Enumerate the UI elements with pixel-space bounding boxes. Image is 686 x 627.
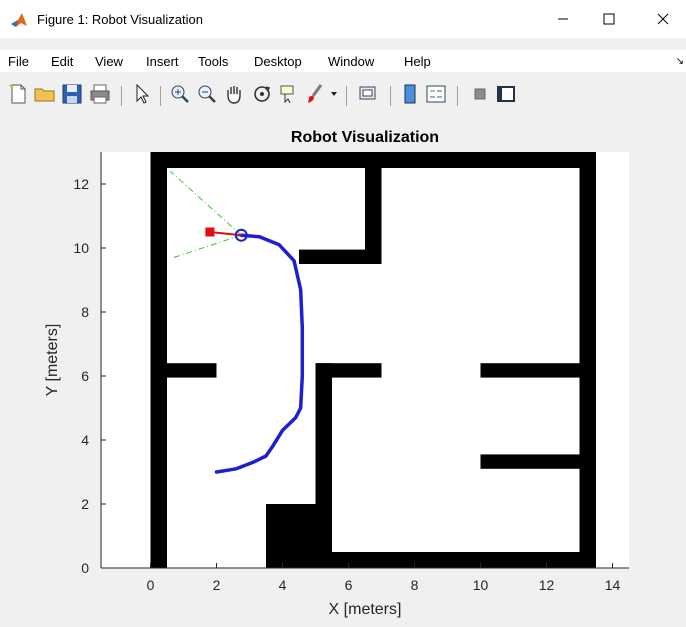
brush-icon[interactable] <box>303 82 327 106</box>
map-wall <box>167 363 217 378</box>
y-tick-label: 12 <box>73 176 89 192</box>
menu-insert[interactable]: Insert <box>146 54 179 69</box>
window-title-bar[interactable]: Figure 1: Robot Visualization <box>0 0 686 38</box>
x-tick-label: 10 <box>473 577 489 593</box>
link-plot-icon[interactable] <box>356 82 380 106</box>
minimize-button[interactable] <box>540 0 586 38</box>
colorbar-icon[interactable] <box>398 82 422 106</box>
y-tick-label: 6 <box>81 368 89 384</box>
heading-marker <box>205 227 215 237</box>
y-axis-label: Y [meters] <box>44 324 61 397</box>
menu-help[interactable]: Help <box>404 54 431 69</box>
maximize-button[interactable] <box>586 0 632 38</box>
x-tick-label: 0 <box>147 577 155 593</box>
pan-hand-icon[interactable] <box>222 82 246 106</box>
legend-icon[interactable] <box>424 82 448 106</box>
x-tick-label: 2 <box>213 577 221 593</box>
data-cursor-icon[interactable] <box>277 82 301 106</box>
menu-window[interactable]: Window <box>328 54 375 69</box>
x-tick-label: 12 <box>539 577 555 593</box>
x-tick-label: 14 <box>605 577 621 593</box>
menu-edit[interactable]: Edit <box>51 54 74 69</box>
rotate-3d-icon[interactable] <box>250 82 274 106</box>
hide-plot-tools-icon[interactable] <box>468 82 492 106</box>
y-tick-label: 4 <box>81 432 89 448</box>
show-plot-tools-icon[interactable] <box>494 82 518 106</box>
robot-path-line <box>214 233 305 474</box>
map-wall <box>480 363 580 378</box>
sensor-fov-line <box>169 170 242 236</box>
y-tick-label: 0 <box>81 560 89 576</box>
menu-desktop[interactable]: Desktop <box>254 54 302 69</box>
map-wall <box>480 454 580 469</box>
save-icon[interactable] <box>60 82 84 106</box>
zoom-in-icon[interactable] <box>168 82 192 106</box>
toolbar-separator <box>457 86 458 106</box>
toolbar-separator <box>346 86 347 106</box>
x-axis-label: X [meters] <box>329 601 402 618</box>
map-wall <box>579 152 596 568</box>
figure-toolbar <box>0 78 686 112</box>
y-tick-label: 8 <box>81 304 89 320</box>
menu-file[interactable]: File <box>8 54 29 69</box>
maximize-icon <box>603 13 615 25</box>
robot-marker <box>234 228 248 242</box>
matlab-logo-icon <box>11 13 27 27</box>
close-button[interactable] <box>640 0 686 38</box>
open-file-icon[interactable] <box>33 82 57 106</box>
menu-tools[interactable]: Tools <box>198 54 229 69</box>
zoom-out-icon[interactable] <box>195 82 219 106</box>
toolbar-separator <box>121 86 122 106</box>
menu-overflow-icon[interactable]: ↘ <box>675 56 684 67</box>
print-icon[interactable] <box>88 82 112 106</box>
dropdown-arrow-icon[interactable] <box>330 90 338 98</box>
x-tick-label: 8 <box>411 577 419 593</box>
x-tick-label: 4 <box>279 577 287 593</box>
map-wall <box>299 249 382 264</box>
toolbar-separator <box>160 86 161 106</box>
close-icon <box>657 13 669 25</box>
sensor-fov-line <box>173 234 242 259</box>
x-tick-label: 6 <box>345 577 353 593</box>
chart-title: Robot Visualization <box>291 129 439 146</box>
menu-bar: File Edit View Insert Tools Desktop Wind… <box>0 50 686 72</box>
y-tick-label: 10 <box>73 240 89 256</box>
map-wall <box>150 152 167 568</box>
select-arrow-icon[interactable] <box>130 82 154 106</box>
toolbar-separator <box>390 86 391 106</box>
robot-visualization-plot[interactable]: 0 2 4 6 8 10 12 14 0 2 4 6 8 10 12 Robot VisualizationX… <box>10 115 676 622</box>
y-tick-label: 2 <box>81 496 89 512</box>
window-title: Figure 1: Robot Visualization <box>37 12 203 27</box>
new-figure-icon[interactable] <box>6 82 30 106</box>
minimize-icon <box>558 18 568 20</box>
menu-view[interactable]: View <box>95 54 123 69</box>
map-wall <box>365 152 382 264</box>
